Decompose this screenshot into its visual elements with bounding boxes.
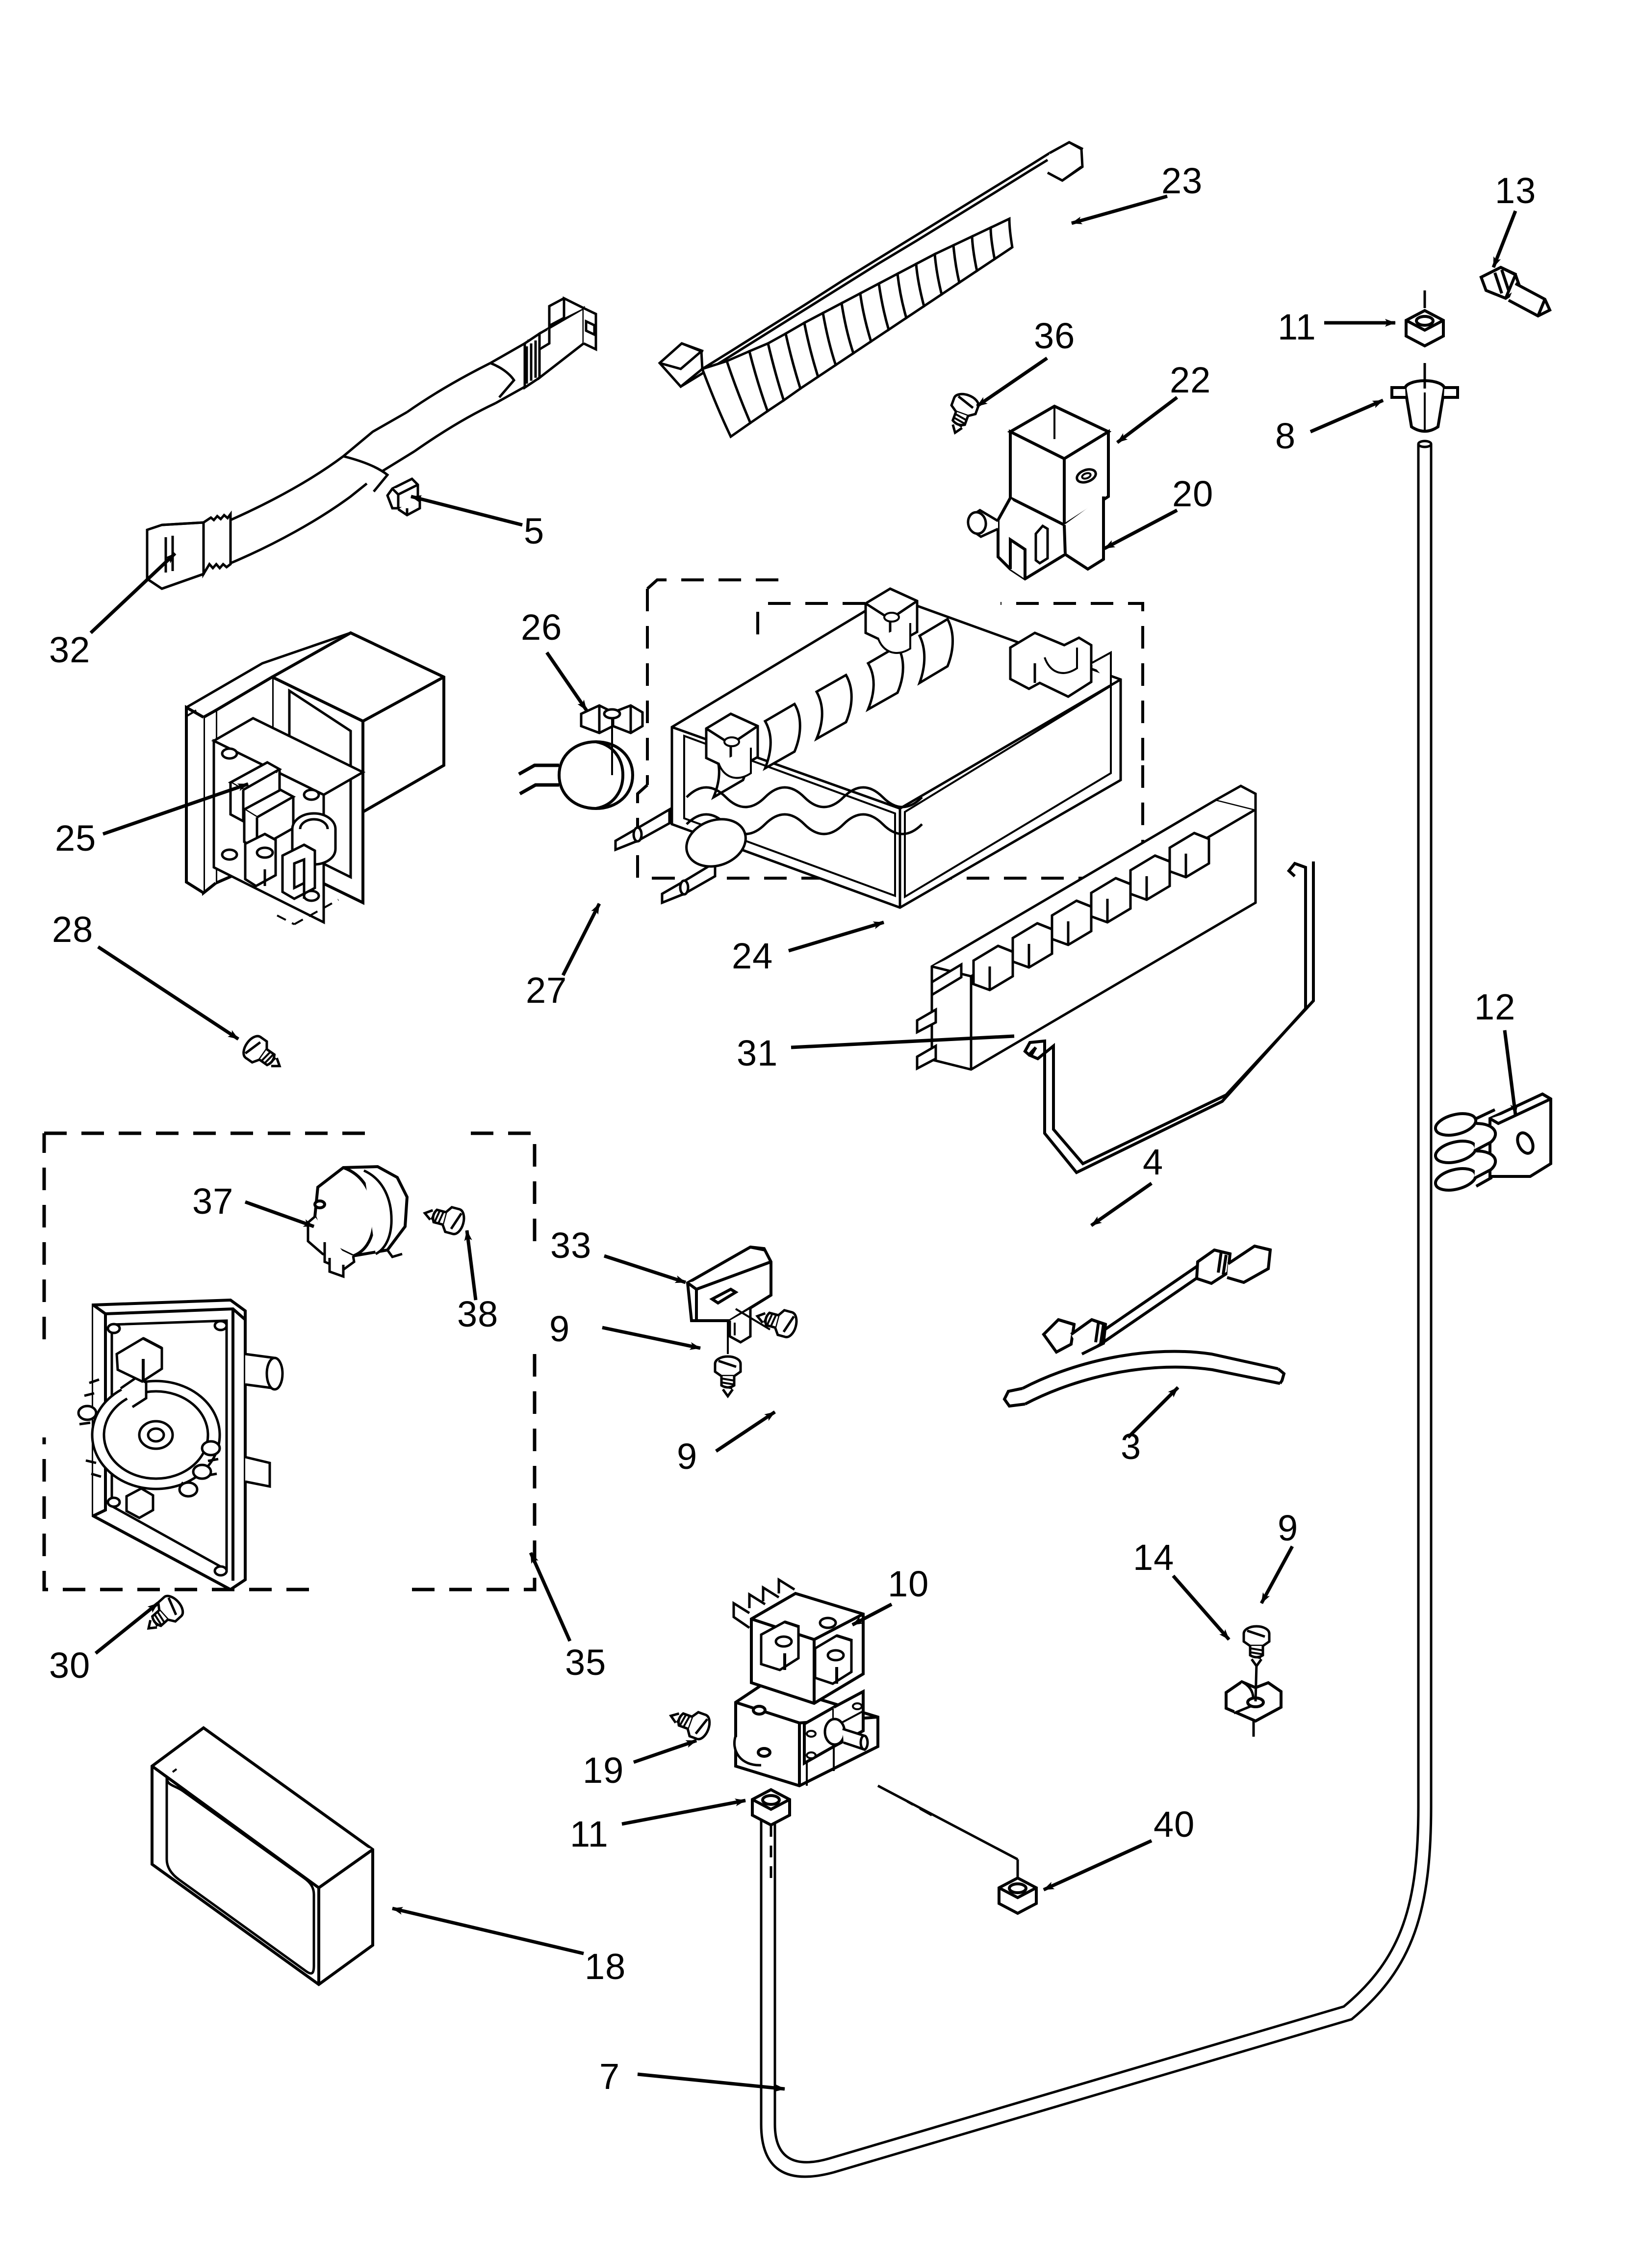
water-tube-connector-part (1479, 265, 1552, 318)
callout-9-a: 9 (549, 1308, 570, 1349)
callout-30: 30 (49, 1645, 91, 1686)
callout-32: 32 (49, 629, 91, 670)
callout-10: 10 (888, 1564, 929, 1604)
hex-nut-top-part (1406, 290, 1443, 346)
module-gear-plate-part (77, 1298, 284, 1591)
callout-18: 18 (585, 1946, 626, 1987)
module-plate-screw-part (140, 1592, 187, 1638)
ice-mold-stripper-part (686, 1245, 772, 1344)
callout-13: 13 (1495, 170, 1537, 211)
water-fill-tube-part (1002, 1350, 1286, 1408)
callout-4: 4 (1143, 1142, 1164, 1182)
icemaker-module-housing-part (185, 631, 445, 925)
callout-28: 28 (52, 909, 94, 950)
tube-coupling-part (1042, 1244, 1272, 1356)
callout-9-c: 9 (1278, 1508, 1299, 1548)
motor-screw-part (422, 1201, 467, 1236)
compression-nut-part (999, 1878, 1036, 1913)
callout-11-top: 11 (1278, 307, 1316, 347)
hex-nut-lower-part (752, 1790, 790, 1884)
callout-38: 38 (457, 1294, 499, 1334)
callout-3: 3 (1121, 1426, 1142, 1467)
callout-24: 24 (732, 936, 773, 976)
callout-5: 5 (524, 511, 545, 551)
stripper-screw-b-part (754, 1304, 799, 1339)
mounting-screw-part (943, 391, 981, 437)
callout-8: 8 (1275, 416, 1296, 456)
callout-40: 40 (1154, 1804, 1195, 1845)
callout-9-b: 9 (677, 1436, 698, 1477)
callout-23: 23 (1161, 160, 1203, 201)
clamp-screw-part (1244, 1626, 1269, 1666)
water-fill-cup-part (967, 404, 1112, 581)
callout-25: 25 (55, 818, 97, 859)
callout-31: 31 (737, 1033, 778, 1073)
ice-ejector-arm-part (658, 141, 1084, 439)
tube-clip-part (1225, 1680, 1283, 1737)
callout-20: 20 (1172, 473, 1214, 514)
callout-19: 19 (583, 1750, 624, 1791)
callout-36: 36 (1034, 315, 1076, 356)
callout-37: 37 (192, 1181, 234, 1222)
valve-screw-part (667, 1704, 713, 1742)
water-inlet-valve-part (732, 1577, 879, 1788)
callout-7: 7 (599, 2056, 620, 2097)
ice-level-shutoff-arm-part (1023, 861, 1315, 1174)
callout-35: 35 (565, 1642, 607, 1683)
callout-11-low: 11 (570, 1814, 609, 1854)
mold-insulation-part (151, 1726, 374, 1986)
drive-motor-part (307, 1165, 409, 1278)
ice-mold-body-part (614, 578, 1144, 909)
water-supply-line-part (760, 440, 1433, 2178)
module-screw-part (240, 1033, 287, 1076)
callout-leaders (89, 194, 1518, 2092)
callout-22: 22 (1170, 360, 1211, 400)
callout-26: 26 (521, 607, 563, 648)
callout-27: 27 (526, 970, 567, 1011)
stripper-screw-a-part (715, 1356, 741, 1396)
callout-14: 14 (1133, 1537, 1175, 1578)
ice-stripper-bar-part (916, 784, 1257, 1071)
cone-grommet-part (1390, 363, 1459, 433)
callout-12: 12 (1474, 987, 1516, 1027)
callout-33: 33 (550, 1225, 592, 1266)
wire-harness-part (146, 296, 597, 590)
tube-mounting-clamp-part (1434, 1092, 1552, 1192)
mold-thermostat-part (518, 718, 635, 810)
icemaker-module-assembly-box (42, 1131, 537, 1591)
